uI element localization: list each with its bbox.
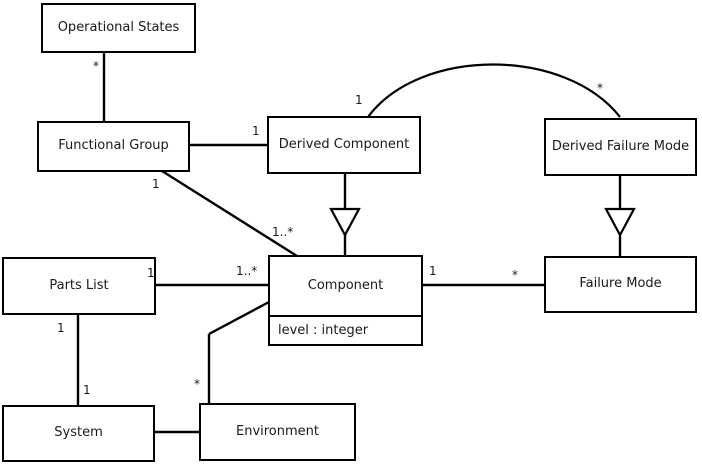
class-box-functional-group[interactable]: Functional Group	[37, 121, 190, 172]
class-attribute-component-level: level : integer	[270, 315, 421, 344]
class-name-system: System	[54, 425, 103, 441]
multiplicity-failure-mode-component: *	[512, 268, 518, 282]
class-name-derived-component: Derived Component	[278, 136, 410, 152]
multiplicity-environment-component: *	[194, 377, 200, 391]
edge-environment-component-diagonal	[208, 300, 270, 336]
multiplicity-component-failure-mode: 1	[429, 264, 437, 278]
class-name-functional-group: Functional Group	[58, 138, 169, 154]
multiplicity-parts-list-component: 1	[147, 266, 155, 280]
edge-derived-component-derived-failure-mode	[367, 63, 621, 118]
multiplicity-derived-component-arc: 1	[355, 93, 363, 107]
multiplicity-operational-states-functional-group: *	[93, 59, 99, 73]
class-name-derived-failure-mode: Derived Failure Mode	[551, 138, 690, 154]
multiplicity-functional-group-component: 1	[152, 177, 160, 191]
class-name-operational-states: Operational States	[57, 19, 180, 35]
class-box-parts-list[interactable]: Parts List	[2, 257, 156, 315]
class-name-component: Component	[307, 277, 384, 293]
class-name-failure-mode: Failure Mode	[579, 276, 662, 292]
class-box-operational-states[interactable]: Operational States	[41, 3, 196, 53]
edge-functional-group-component	[161, 169, 298, 258]
class-box-environment[interactable]: Environment	[199, 403, 356, 461]
class-box-system[interactable]: System	[2, 405, 155, 462]
multiplicity-derived-failure-mode-arc: *	[597, 81, 603, 95]
class-name-environment: Environment	[235, 423, 319, 439]
multiplicity-component-parts-list: 1..*	[236, 264, 258, 278]
multiplicity-system-parts-list: 1	[83, 383, 91, 397]
generalization-triangle-derived-failure-mode	[604, 207, 636, 238]
multiplicity-component-functional-group: 1..*	[272, 225, 294, 239]
generalization-triangle-derived-component	[329, 207, 361, 238]
class-name-parts-list: Parts List	[49, 277, 109, 293]
multiplicity-parts-list-system: 1	[57, 321, 65, 335]
class-box-derived-failure-mode[interactable]: Derived Failure Mode	[544, 118, 697, 176]
multiplicity-functional-group-derived-component: 1	[252, 124, 260, 138]
class-box-component[interactable]: Component level : integer	[268, 255, 423, 346]
class-box-failure-mode[interactable]: Failure Mode	[544, 256, 697, 313]
class-box-derived-component[interactable]: Derived Component	[267, 116, 421, 174]
